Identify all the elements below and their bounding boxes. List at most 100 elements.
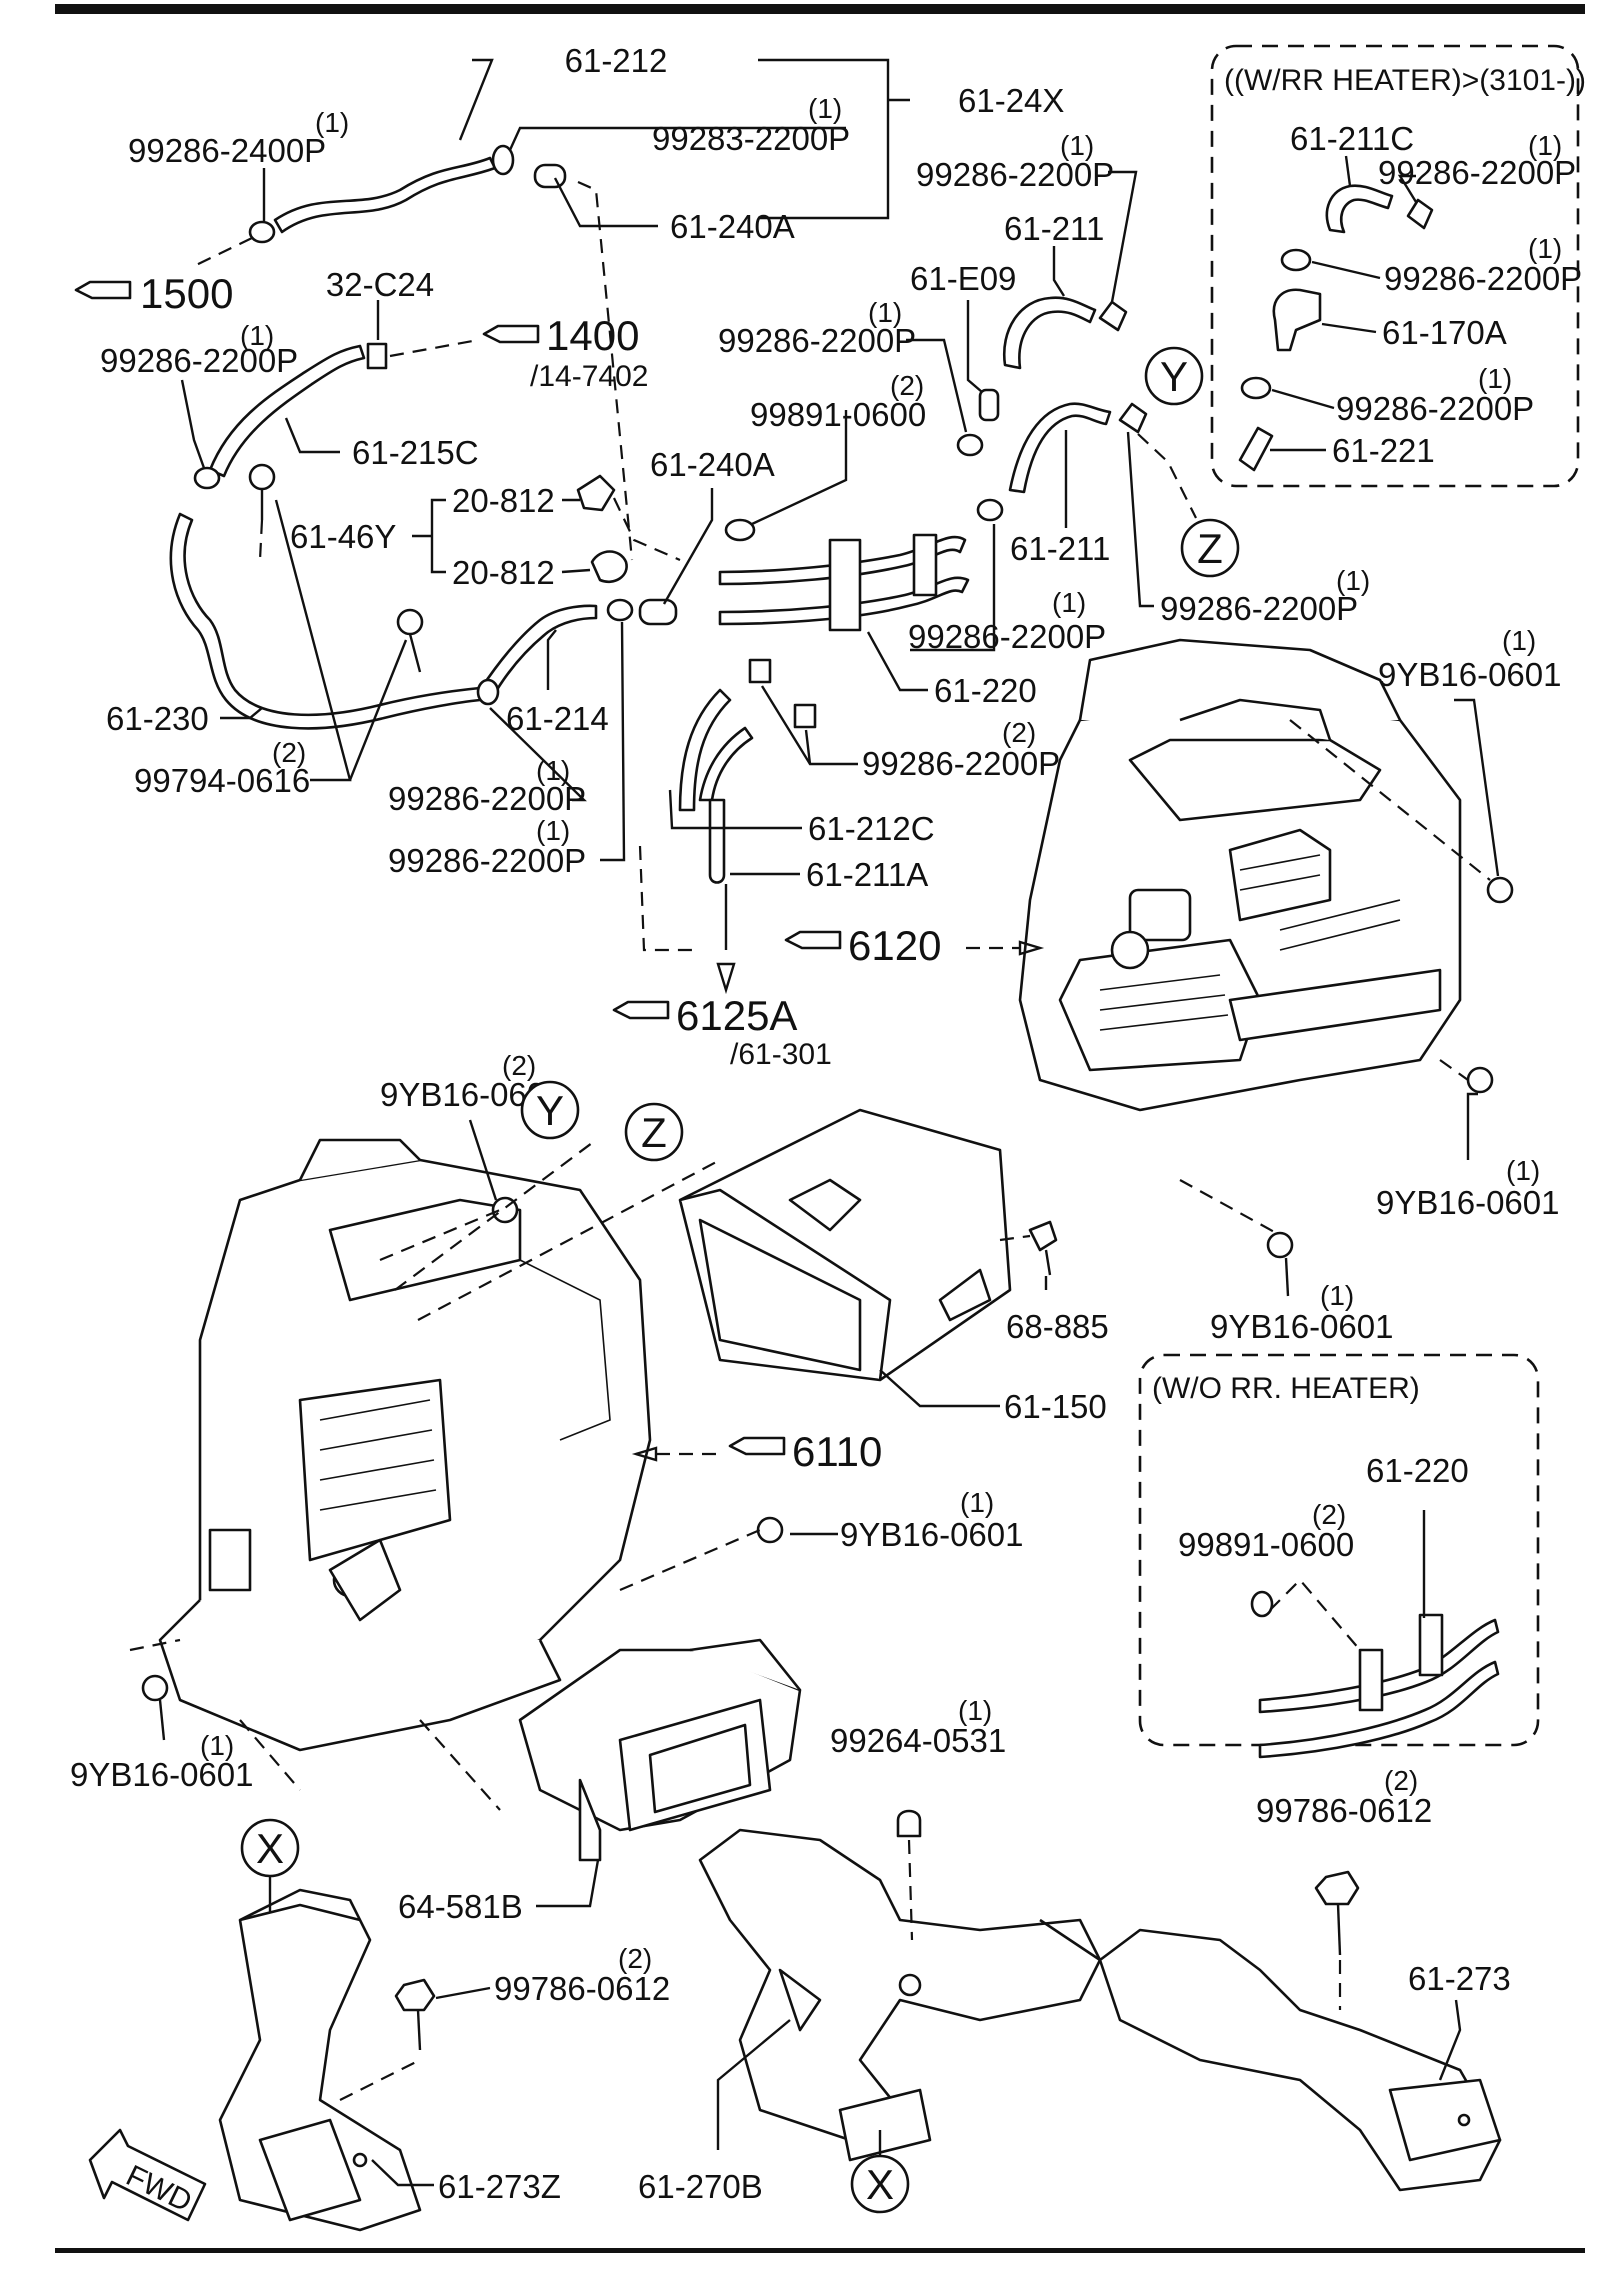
label-61-273Z: 61-273Z xyxy=(438,2168,561,2205)
label-99286-2200P-c: 99286-2200P xyxy=(388,842,586,879)
top-border xyxy=(55,4,1585,14)
label-61-211-a: 61-211 xyxy=(1004,210,1104,247)
marker-z-mid: Z xyxy=(624,1102,684,1162)
qty-9YB16-0601-c: (1) xyxy=(1506,1155,1540,1186)
label-61-215C: 61-215C xyxy=(352,434,479,471)
qty-99286-2200P-g: (1) xyxy=(1052,587,1086,618)
qty-99286-2400P: (1) xyxy=(315,107,349,138)
label-61-214: 61-214 xyxy=(506,700,609,737)
label-68-885: 68-885 xyxy=(1006,1308,1109,1345)
blower-unit-6110 xyxy=(158,1138,652,1752)
qty-9YB16-0601-f: (1) xyxy=(200,1730,234,1761)
label-61-170A: 61-170A xyxy=(1382,314,1507,351)
label-61-150: 61-150 xyxy=(1004,1388,1107,1425)
ref-6125A-label: 6125A xyxy=(676,992,797,1039)
bottom-border xyxy=(55,2248,1585,2253)
qty-99794-0616: (2) xyxy=(272,737,306,768)
leader-lines xyxy=(129,58,1500,2187)
label-99286-2200P-g: 99286-2200P xyxy=(908,618,1106,655)
clamp-99286-2200P-f xyxy=(1118,402,1148,434)
label-9YB16-0601-d: 9YB16-0601 xyxy=(1210,1308,1393,1345)
bolt-99786-0612-a xyxy=(394,1978,436,2051)
hose-61-211-a xyxy=(1002,296,1097,370)
ref-6120-label: 6120 xyxy=(848,922,941,969)
quantity-labels: (1) (1) (1) (2) (1) (1) (2) (1) (1) (1) … xyxy=(200,93,1562,1974)
label-20-812-b: 20-812 xyxy=(452,554,555,591)
marker-x-bottom: X xyxy=(850,2154,910,2214)
label-61-211C: 61-211C xyxy=(1290,120,1414,157)
bolt-99794-0616-b xyxy=(396,608,424,673)
label-61-212: 61-212 xyxy=(565,42,668,79)
label-99286-2200P-d: 99286-2200P xyxy=(718,322,916,359)
label-99891-0600-wo: 99891-0600 xyxy=(1178,1526,1354,1563)
qty-99786-0612-b: (2) xyxy=(1384,1765,1418,1796)
label-61-212C: 61-212C xyxy=(808,810,935,847)
qty-99286-2200P-b: (1) xyxy=(536,755,570,786)
clamp-99286-2200P-a xyxy=(193,466,221,490)
ref-6120[interactable]: 6120 xyxy=(784,922,941,969)
label-99286-2200P-a: 99286-2200P xyxy=(100,342,298,379)
marker-z-top: Z xyxy=(1180,518,1240,578)
hose-61-211-b xyxy=(1008,402,1112,494)
label-9YB16-0601-e: 9YB16-0601 xyxy=(840,1516,1023,1553)
clamp-99286-2200P-c xyxy=(606,598,634,622)
duct-61-270B xyxy=(698,1828,1102,2162)
label-61-220-wo: 61-220 xyxy=(1366,1452,1469,1489)
clip-20-812-b xyxy=(590,550,628,583)
label-9YB16-0601-f: 9YB16-0601 xyxy=(70,1756,253,1793)
ref-6125A[interactable]: 6125A /61-301 xyxy=(612,992,832,1071)
rr-heater-box xyxy=(1210,44,1580,488)
clamp-99286-2200P-i xyxy=(1406,198,1434,230)
clamp-99286-2200P-j xyxy=(1280,248,1312,272)
nut-9YB16-0601-e xyxy=(756,1516,784,1544)
label-99286-2200P-k: 99286-2200P xyxy=(1336,390,1534,427)
label-32-C24: 32-C24 xyxy=(326,266,434,303)
label-99286-2200P-j: 99286-2200P xyxy=(1384,260,1582,297)
pipe-61-220-wo xyxy=(1258,1613,1500,1759)
hose-61-212C xyxy=(678,688,754,812)
label-64-581B: 64-581B xyxy=(398,1888,523,1925)
clip-32-C24 xyxy=(366,342,388,370)
label-61-211-b: 61-211 xyxy=(1010,530,1110,567)
hose-61-215C xyxy=(208,344,366,478)
qty-9YB16-0601-b: (1) xyxy=(1502,625,1536,656)
qty-99891-0600-wo: (2) xyxy=(1312,1499,1346,1530)
qty-99286-2200P-e: (1) xyxy=(1060,130,1094,161)
clamp-99286-2200P-h xyxy=(748,658,817,729)
label-61-270B: 61-270B xyxy=(638,2168,763,2205)
washer-99891-0600-wo xyxy=(1250,1590,1274,1618)
clamp-99286-2200P-e xyxy=(1098,300,1128,332)
ref-1400[interactable]: 1400 /14-7402 xyxy=(482,312,648,393)
fwd-arrow xyxy=(88,2128,207,2222)
label-61-240A-mid: 61-240A xyxy=(650,446,775,483)
hose-61-E09 xyxy=(978,388,1000,422)
label-99286-2200P-f: 99286-2200P xyxy=(1160,590,1358,627)
ref-1400-label: 1400 xyxy=(546,312,639,359)
qty-99286-2200P-h: (2) xyxy=(1002,717,1036,748)
label-99283-2200P: 99283-2200P xyxy=(652,120,850,157)
label-99264-0531: 99264-0531 xyxy=(830,1722,1006,1759)
pointing-hand-icon xyxy=(482,324,540,344)
label-61-273: 61-273 xyxy=(1408,1960,1511,1997)
marker-y-top-label: Y xyxy=(1160,353,1188,400)
ref-6110[interactable]: 6110 xyxy=(728,1428,882,1475)
label-61-220: 61-220 xyxy=(934,672,1037,709)
marker-x-left-label: X xyxy=(256,1825,284,1872)
part-labels: 61-212 61-24X 99286-2400P 99283-2200P 61… xyxy=(70,42,1582,2205)
screw-68-885 xyxy=(1028,1220,1058,1276)
hose-61-221 xyxy=(1238,426,1274,472)
nut-9YB16-0601-b xyxy=(1486,876,1514,904)
duct-61-273 xyxy=(1098,1928,1502,2192)
ref-6125A-sub: /61-301 xyxy=(730,1038,832,1071)
qty-9YB16-0601-d: (1) xyxy=(1320,1280,1354,1311)
marker-y-top: Y xyxy=(1144,346,1204,406)
marker-z-top-label: Z xyxy=(1197,525,1223,572)
label-20-812-a: 20-812 xyxy=(452,482,555,519)
ref-1500[interactable]: 1500 xyxy=(74,270,233,317)
qty-99286-2200P-k: (1) xyxy=(1478,363,1512,394)
clip-20-812-a xyxy=(576,474,616,512)
ref-6110-label: 6110 xyxy=(792,1428,882,1475)
label-61-221: 61-221 xyxy=(1332,432,1435,469)
label-61-240A-top: 61-240A xyxy=(670,208,795,245)
qty-99891-0600: (2) xyxy=(890,370,924,401)
